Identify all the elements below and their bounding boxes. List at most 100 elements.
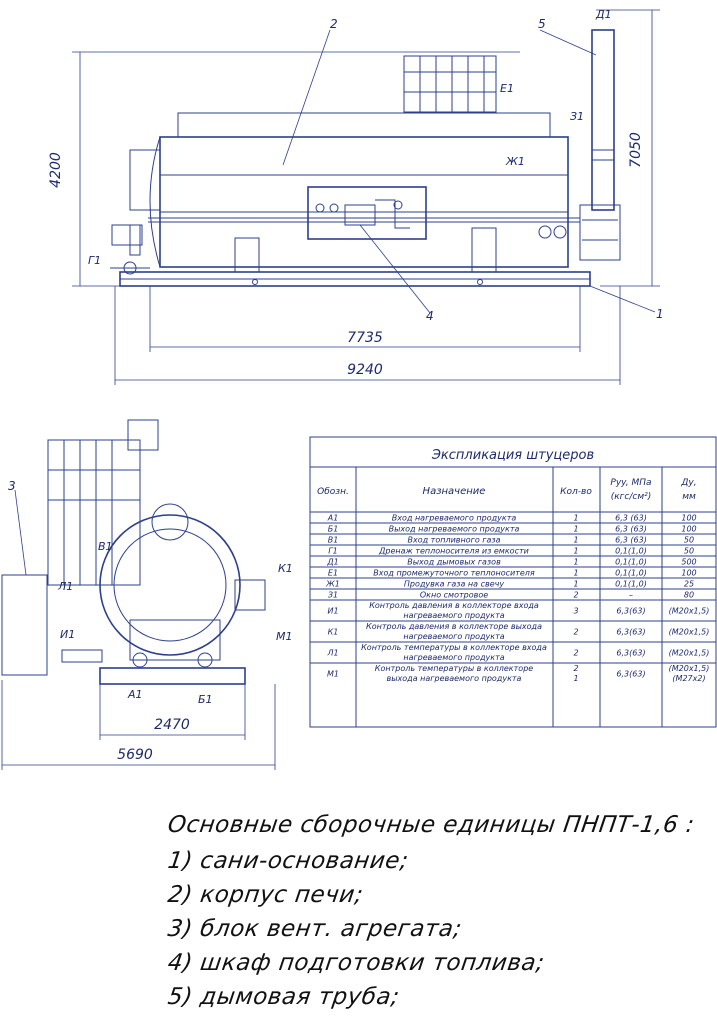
- row-pressure: 6,3(63): [616, 670, 645, 679]
- row-purpose: Продувка газа на свечу: [404, 580, 504, 589]
- row-pressure: 0,1(1,0): [615, 558, 647, 567]
- dim-7735: 7735: [347, 330, 383, 346]
- row-dn: (М20х1,5): [669, 607, 710, 616]
- dim-5690: 5690: [117, 747, 153, 763]
- row-purpose-cont: нагреваемого продукта: [403, 653, 504, 662]
- row-dn: (М20х1,5): [669, 664, 710, 673]
- callout-4: 4: [426, 309, 434, 323]
- row-purpose-cont: нагреваемого продукта: [403, 632, 504, 641]
- header-dn-2: мм: [682, 492, 696, 502]
- row-code: Г1: [328, 547, 338, 556]
- label-A1: А1: [127, 688, 143, 701]
- row-qty: 2: [573, 664, 578, 673]
- row-dn: 50: [684, 536, 694, 545]
- row-code: К1: [328, 628, 339, 637]
- label-Z1: З1: [570, 110, 584, 123]
- row-dn-cont: (М27х2): [672, 674, 705, 683]
- row-dn: 100: [681, 514, 696, 523]
- header-qty: Кол-во: [560, 487, 592, 497]
- side-view: [110, 29, 621, 287]
- front-dimensions: [1, 489, 276, 770]
- row-pressure: 0,1(1,0): [615, 580, 647, 589]
- label-V1: В1: [98, 540, 113, 553]
- dim-7050: 7050: [628, 132, 644, 168]
- row-code: М1: [327, 670, 339, 679]
- header-pressure-1: Pуy, МПа: [610, 478, 651, 488]
- callout-5: 5: [538, 17, 546, 31]
- row-purpose: Контроль давления в коллекторе входа: [369, 601, 539, 610]
- row-code: В1: [328, 536, 339, 545]
- nozzle-table: [309, 436, 717, 728]
- row-pressure: 6,3(63): [616, 628, 645, 637]
- label-G1: Г1: [88, 254, 101, 267]
- label-Zh1: Ж1: [505, 155, 525, 168]
- row-code: А1: [327, 514, 339, 523]
- row-dn: (М20х1,5): [669, 649, 710, 658]
- row-code: Е1: [328, 569, 338, 578]
- row-purpose: Вход топливного газа: [407, 536, 500, 545]
- row-dn: 80: [684, 591, 694, 600]
- row-pressure: 6,3 (63): [615, 514, 647, 523]
- label-B1: Б1: [198, 693, 213, 706]
- label-D1: Д1: [595, 8, 612, 21]
- header-purpose: Назначение: [423, 486, 486, 497]
- row-code: И1: [327, 607, 338, 616]
- caption-item-5: 5) дымовая труба;: [166, 984, 402, 1010]
- row-qty: 1: [573, 569, 578, 578]
- row-qty-cont: 1: [573, 674, 578, 683]
- label-L1: Л1: [57, 580, 73, 593]
- label-K1: К1: [278, 562, 293, 575]
- row-qty: 1: [573, 525, 578, 534]
- row-purpose: Вход промежуточного теплоносителя: [373, 569, 535, 578]
- header-pressure-2: (кгс/см²): [611, 492, 652, 502]
- row-dn: 100: [681, 569, 696, 578]
- row-purpose: Окно смотровое: [420, 591, 488, 600]
- row-pressure: 6,3 (63): [615, 536, 647, 545]
- label-M1: М1: [276, 630, 293, 643]
- side-dimensions: [72, 9, 660, 385]
- front-view: [1, 419, 266, 685]
- row-purpose: Дренаж теплоносителя из емкости: [378, 547, 529, 556]
- table-rows: А1 Вход нагреваемого продукта 1 6,3 (63) 100…: [325, 514, 709, 684]
- row-purpose: Контроль давления в коллекторе выхода: [366, 622, 542, 631]
- row-pressure: 0,1(1,0): [615, 547, 647, 556]
- caption-item-2: 2) корпус печи;: [166, 882, 365, 908]
- fan-unit: [1, 574, 48, 676]
- caption-item-1: 1) сани-основание;: [166, 848, 411, 874]
- chimney: [591, 29, 615, 211]
- row-qty: 3: [573, 607, 578, 616]
- row-qty: 1: [573, 514, 578, 523]
- row-purpose: Выход дымовых газов: [407, 558, 501, 567]
- row-purpose: Вход нагреваемого продукта: [392, 514, 517, 523]
- dim-9240: 9240: [347, 362, 383, 378]
- row-qty: 2: [573, 591, 578, 600]
- header-dn-1: Ду,: [680, 478, 696, 488]
- row-qty: 2: [573, 628, 578, 637]
- callout-3: 3: [8, 479, 16, 493]
- fuel-cabinet: [307, 186, 427, 240]
- front-skid: [99, 667, 246, 685]
- caption-title: Основные сборочные единицы ПНПТ-1,6 :: [166, 812, 697, 838]
- row-code: Л1: [326, 649, 338, 658]
- furnace-section: [99, 514, 241, 656]
- row-dn: 25: [684, 580, 694, 589]
- callout-1: 1: [656, 307, 664, 321]
- row-qty: 1: [573, 536, 578, 545]
- row-dn: (М20х1,5): [669, 628, 710, 637]
- row-pressure: 6,3(63): [616, 607, 645, 616]
- label-E1: Е1: [500, 82, 514, 95]
- caption-item-3: 3) блок вент. агрегата;: [166, 916, 464, 942]
- row-qty: 1: [573, 558, 578, 567]
- row-qty: 1: [573, 580, 578, 589]
- row-code: З1: [328, 591, 338, 600]
- row-pressure: 6,3(63): [616, 649, 645, 658]
- row-purpose: Выход нагреваемого продукта: [389, 525, 520, 534]
- caption-item-4: 4) шкаф подготовки топлива;: [166, 950, 547, 976]
- row-purpose: Контроль температуры в коллекторе: [375, 664, 533, 673]
- row-dn: 500: [681, 558, 696, 567]
- row-purpose: Контроль температуры в коллекторе входа: [361, 643, 547, 652]
- row-code: Б1: [328, 525, 339, 534]
- table-title: Экспликация штуцеров: [431, 448, 594, 463]
- row-code: Ж1: [325, 580, 340, 589]
